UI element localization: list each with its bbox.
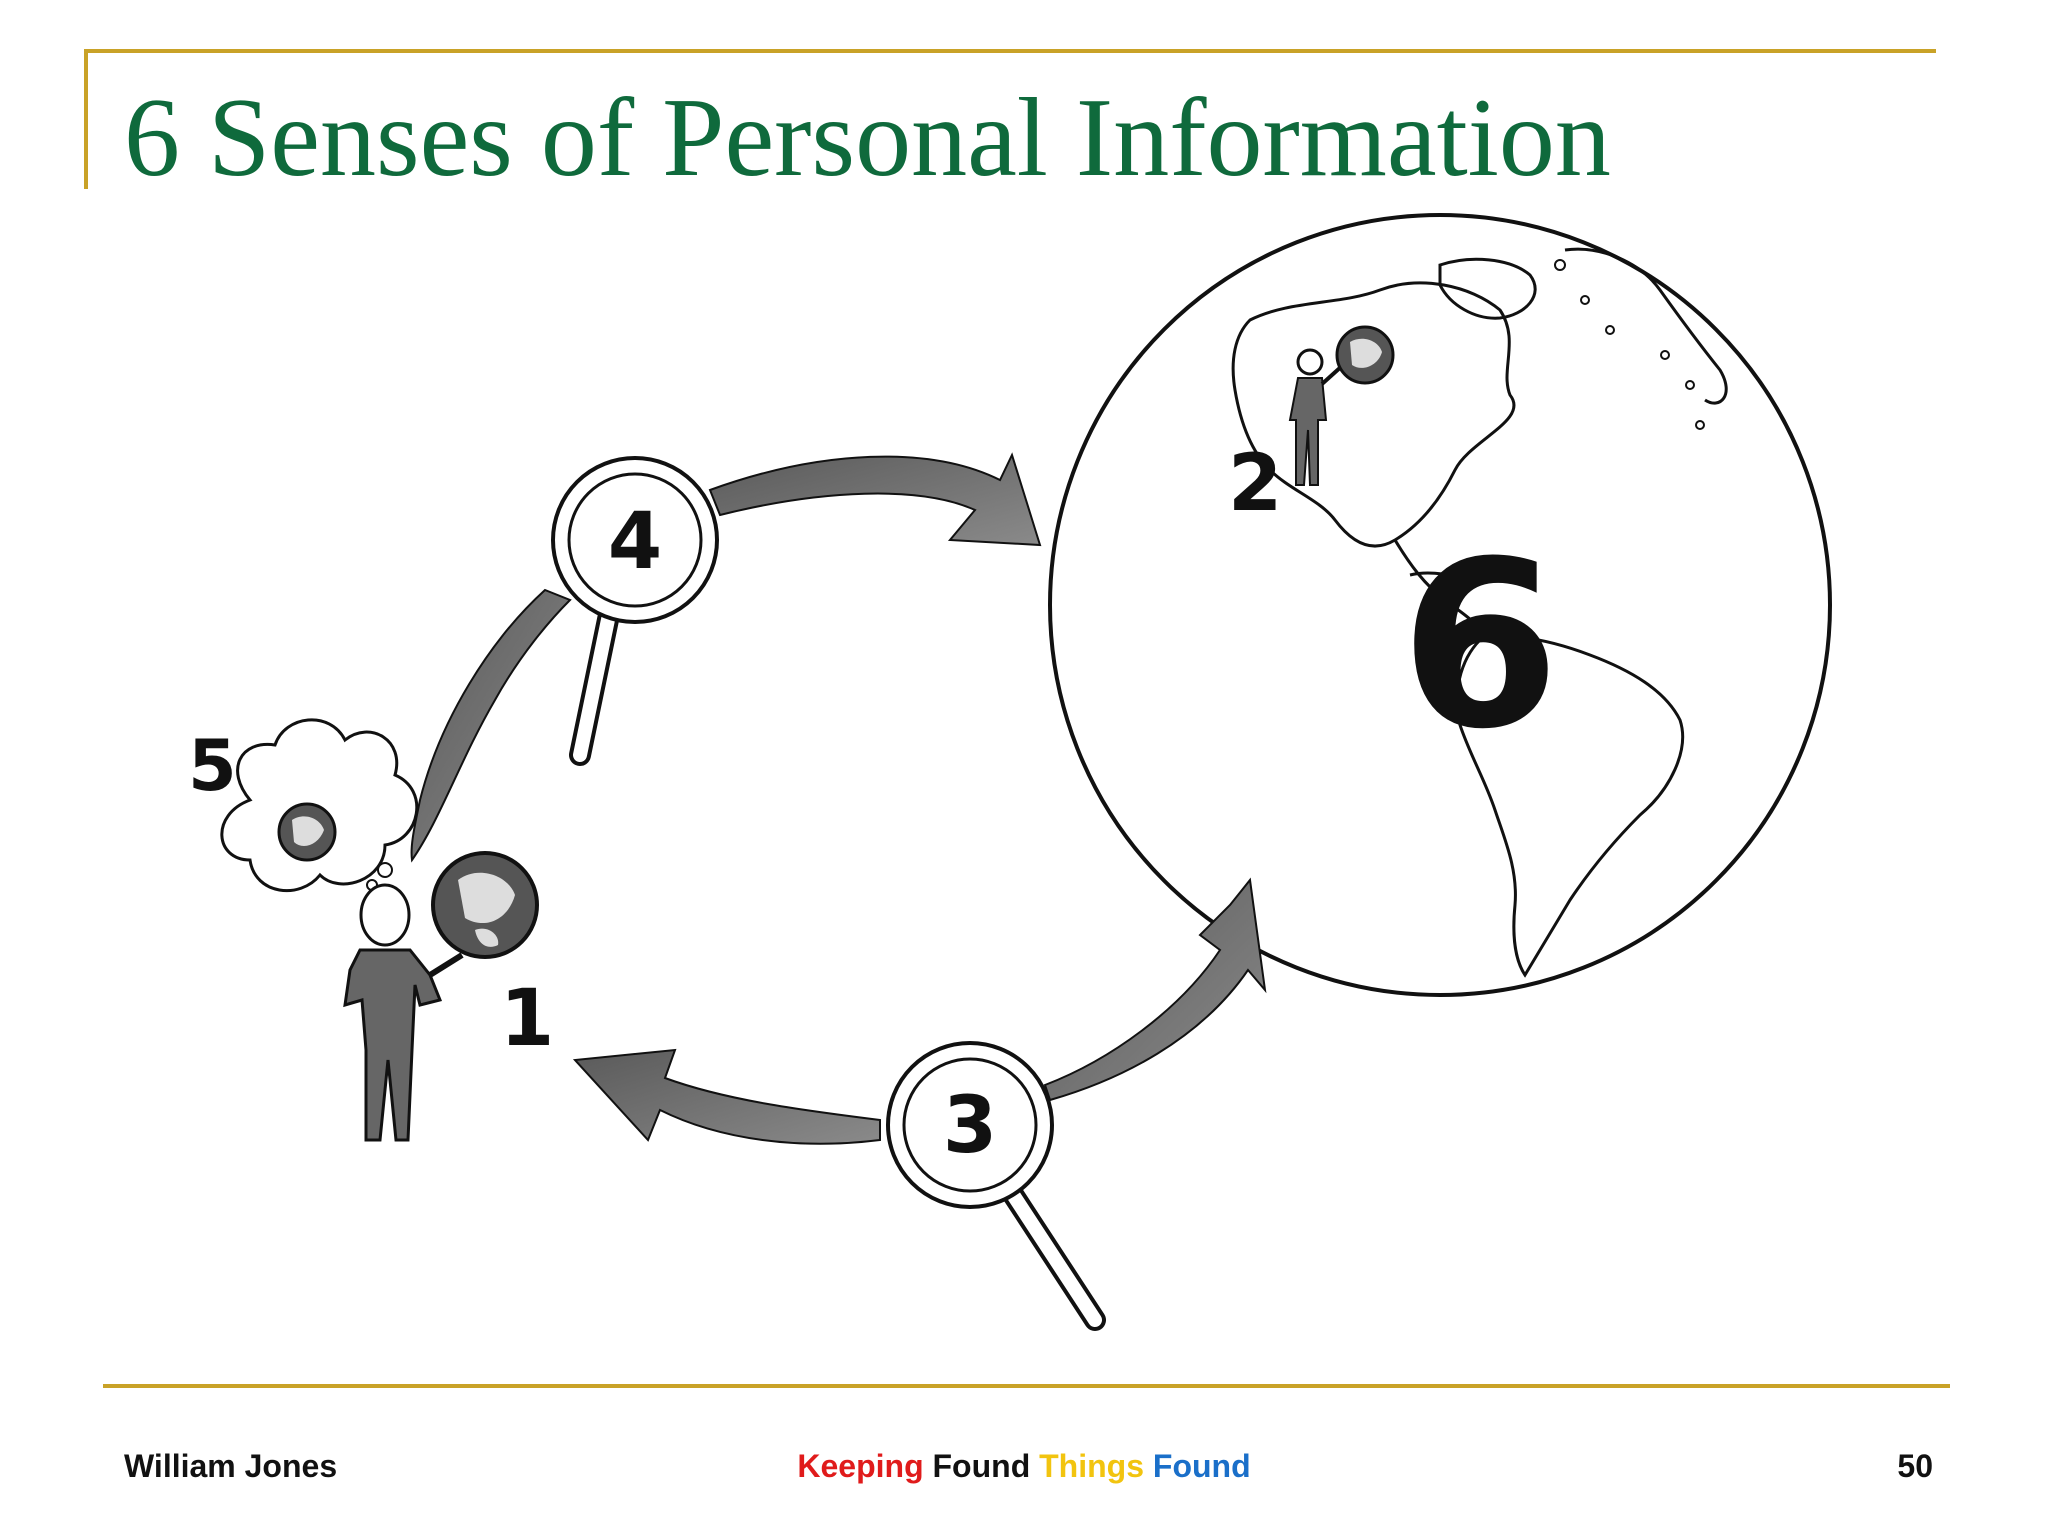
senses-illustration: 1 2 3 4 5 6 — [188, 213, 1832, 1331]
page-number: 50 — [1897, 1448, 1933, 1484]
tagline-word: Keeping — [797, 1448, 924, 1484]
slide-title: 6 Senses of Personal Information — [124, 76, 1611, 200]
top-rule — [84, 49, 1936, 53]
arrow-to-world-icon — [708, 452, 1042, 547]
label-1: 1 — [500, 974, 554, 1064]
world-globe-icon — [1048, 213, 1832, 997]
arrow-back-to-person-icon — [572, 1048, 881, 1145]
tagline-word: Found — [932, 1448, 1031, 1484]
magnifying-glass-icon — [551, 456, 719, 766]
footer-tagline: Keeping Found Things Found — [0, 1448, 2048, 1485]
label-4: 4 — [608, 497, 662, 587]
label-2: 2 — [1228, 439, 1282, 529]
magnifying-glass-icon — [886, 1041, 1106, 1331]
person-with-globe-icon — [343, 851, 539, 1142]
arrow-person-to-search-icon — [410, 588, 572, 863]
tagline-word: Things — [1039, 1448, 1144, 1484]
footer-author: William Jones — [124, 1448, 338, 1484]
arrow-world-to-search-icon — [1043, 877, 1267, 1102]
person-with-globe-icon — [1288, 325, 1395, 486]
label-6: 6 — [1400, 513, 1560, 780]
thought-cloud-icon — [220, 718, 419, 892]
label-5: 5 — [188, 725, 237, 807]
label-3: 3 — [943, 1081, 997, 1171]
bottom-rule — [103, 1384, 1950, 1388]
tagline-word: Found — [1152, 1448, 1251, 1484]
left-rule — [84, 49, 88, 189]
